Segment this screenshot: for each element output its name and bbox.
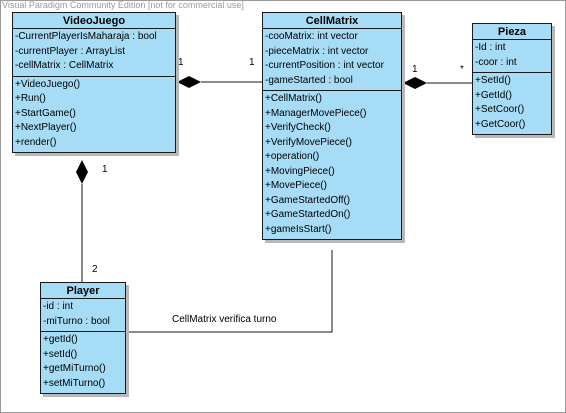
method: +GetCoor() bbox=[475, 118, 526, 130]
method: +SetId() bbox=[475, 75, 511, 86]
method: +gameIsStart() bbox=[265, 223, 332, 235]
association-label: CellMatrix verifica turno bbox=[172, 314, 277, 325]
class-name: CellMatrix bbox=[263, 13, 401, 29]
method: +ManagerMovePiece() bbox=[265, 107, 367, 119]
attribute: -currentPosition : int vector bbox=[265, 60, 384, 71]
class-cellmatrix[interactable]: CellMatrix -cooMatrix: int vector -piece… bbox=[262, 12, 402, 240]
attribute: -cellMatrix : CellMatrix bbox=[15, 60, 114, 71]
class-name: VideoJuego bbox=[13, 13, 175, 29]
method: +MovingPiece() bbox=[265, 165, 335, 177]
class-name: Pieza bbox=[473, 24, 551, 40]
method: +Run() bbox=[15, 93, 46, 104]
method: +StartGame() bbox=[15, 107, 76, 119]
composition-diamond-cellmatrix-pieza bbox=[403, 77, 427, 89]
method: +GameStartedOff() bbox=[265, 194, 351, 206]
multiplicity-label: 1 bbox=[412, 64, 418, 75]
multiplicity-label: * bbox=[460, 64, 464, 75]
multiplicity-label: 1 bbox=[249, 57, 255, 68]
method: +getId() bbox=[43, 334, 78, 345]
composition-diamond-videojuego-player bbox=[76, 160, 88, 184]
class-name: Player bbox=[41, 283, 125, 299]
method: +NextPlayer() bbox=[15, 122, 77, 133]
multiplicity-label: 2 bbox=[92, 264, 98, 275]
class-player[interactable]: Player -id : int -miTurno : bool +getId(… bbox=[40, 282, 126, 394]
multiplicity-label: 1 bbox=[102, 164, 108, 175]
method: +getMiTurno() bbox=[43, 363, 106, 374]
method: +SetCoor() bbox=[475, 104, 525, 115]
attribute: -coor : int bbox=[475, 56, 517, 68]
methods-compartment: +SetId() +GetId() +SetCoor() +GetCoor() bbox=[473, 73, 551, 134]
method: +setMiTurno() bbox=[43, 377, 106, 389]
methods-compartment: +getId() +setId() +getMiTurno() +setMiTu… bbox=[41, 332, 125, 393]
attributes-compartment: -cooMatrix: int vector -pieceMatrix : in… bbox=[263, 29, 401, 91]
method: +GameStartedOn() bbox=[265, 209, 351, 220]
method: +VideoJuego() bbox=[15, 78, 81, 90]
attribute: -cooMatrix: int vector bbox=[265, 31, 358, 42]
class-videojuego[interactable]: VideoJuego -CurrentPlayerIsMaharaja : bo… bbox=[12, 12, 176, 153]
method: +VerifyMovePiece() bbox=[265, 136, 352, 148]
watermark: Visual Paradigm Community Edition [not f… bbox=[2, 0, 244, 10]
attribute: -CurrentPlayerIsMaharaja : bool bbox=[15, 31, 157, 42]
attribute: -pieceMatrix : int vector bbox=[265, 45, 369, 57]
assoc-line-cellmatrix-player[interactable] bbox=[125, 250, 333, 333]
class-pieza[interactable]: Pieza -Id : int -coor : int +SetId() +Ge… bbox=[472, 23, 552, 135]
attribute: -currentPlayer : ArrayList bbox=[15, 45, 126, 57]
attribute: -miTurno : bool bbox=[43, 315, 110, 327]
methods-compartment: +CellMatrix() +ManagerMovePiece() +Verif… bbox=[263, 91, 401, 239]
method: +VerifyCheck() bbox=[265, 122, 331, 133]
methods-compartment: +VideoJuego() +Run() +StartGame() +NextP… bbox=[13, 77, 175, 153]
composition-diamond-videojuego-cellmatrix bbox=[177, 76, 201, 88]
attribute: -Id : int bbox=[475, 42, 506, 53]
method: +MovePiece() bbox=[265, 180, 327, 191]
method: +render() bbox=[15, 136, 57, 148]
attributes-compartment: -Id : int -coor : int bbox=[473, 40, 551, 73]
attributes-compartment: -CurrentPlayerIsMaharaja : bool -current… bbox=[13, 29, 175, 77]
attributes-compartment: -id : int -miTurno : bool bbox=[41, 299, 125, 332]
method: +CellMatrix() bbox=[265, 93, 322, 104]
method: +GetId() bbox=[475, 89, 512, 101]
attribute: -gameStarted : bool bbox=[265, 74, 353, 86]
attribute: -id : int bbox=[43, 301, 74, 312]
method: +operation() bbox=[265, 151, 320, 162]
method: +setId() bbox=[43, 348, 78, 360]
multiplicity-label: 1 bbox=[178, 57, 184, 68]
